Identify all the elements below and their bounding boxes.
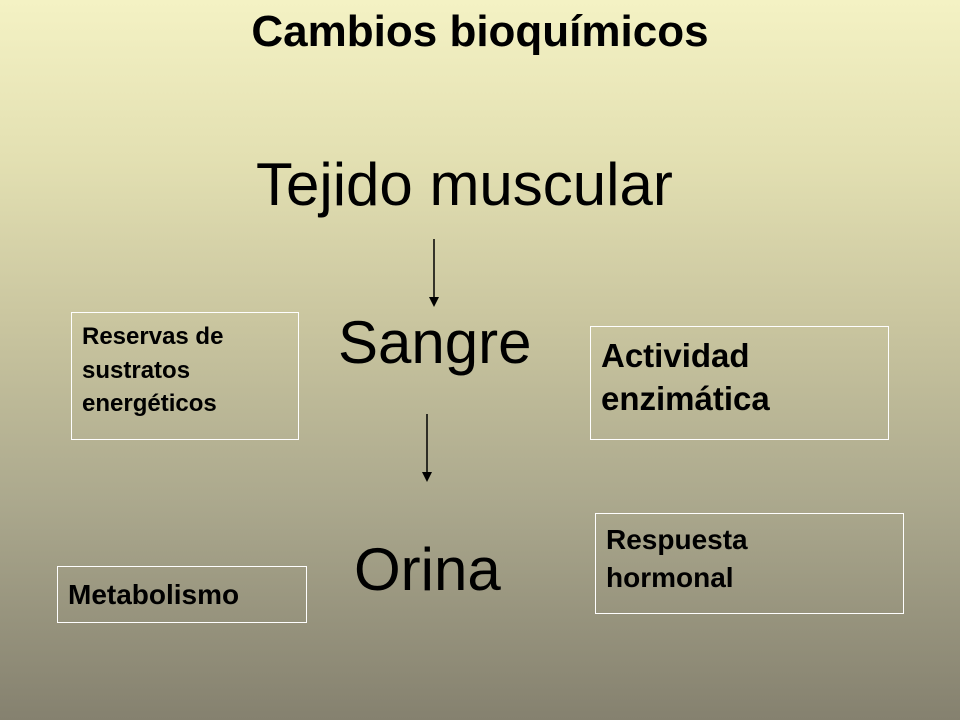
box-respuesta-hormonal: Respuesta hormonal — [595, 513, 904, 614]
box-line: sustratos — [82, 356, 191, 384]
box-reservas-sustratos: Reservas de sustratos energéticos — [71, 312, 299, 440]
node-tejido-muscular: Tejido muscular — [256, 151, 673, 218]
box-line: Actividad — [601, 337, 750, 374]
node-orina: Orina — [354, 536, 501, 603]
box-line: Respuesta — [606, 524, 748, 555]
box-line: energéticos — [82, 390, 217, 418]
box-actividad-enzimatica: Actividad enzimática — [590, 326, 889, 440]
slide-title: Cambios bioquímicos — [251, 7, 709, 56]
arrow-tejido-to-sangre — [429, 239, 439, 307]
box-line: hormonal — [606, 561, 734, 593]
node-sangre: Sangre — [338, 309, 532, 376]
arrow-sangre-to-orina — [422, 414, 432, 482]
box-line: Metabolismo — [68, 579, 240, 610]
box-line: Reservas de — [82, 323, 224, 350]
box-line: enzimática — [601, 379, 770, 417]
box-metabolismo: Metabolismo — [57, 566, 307, 623]
